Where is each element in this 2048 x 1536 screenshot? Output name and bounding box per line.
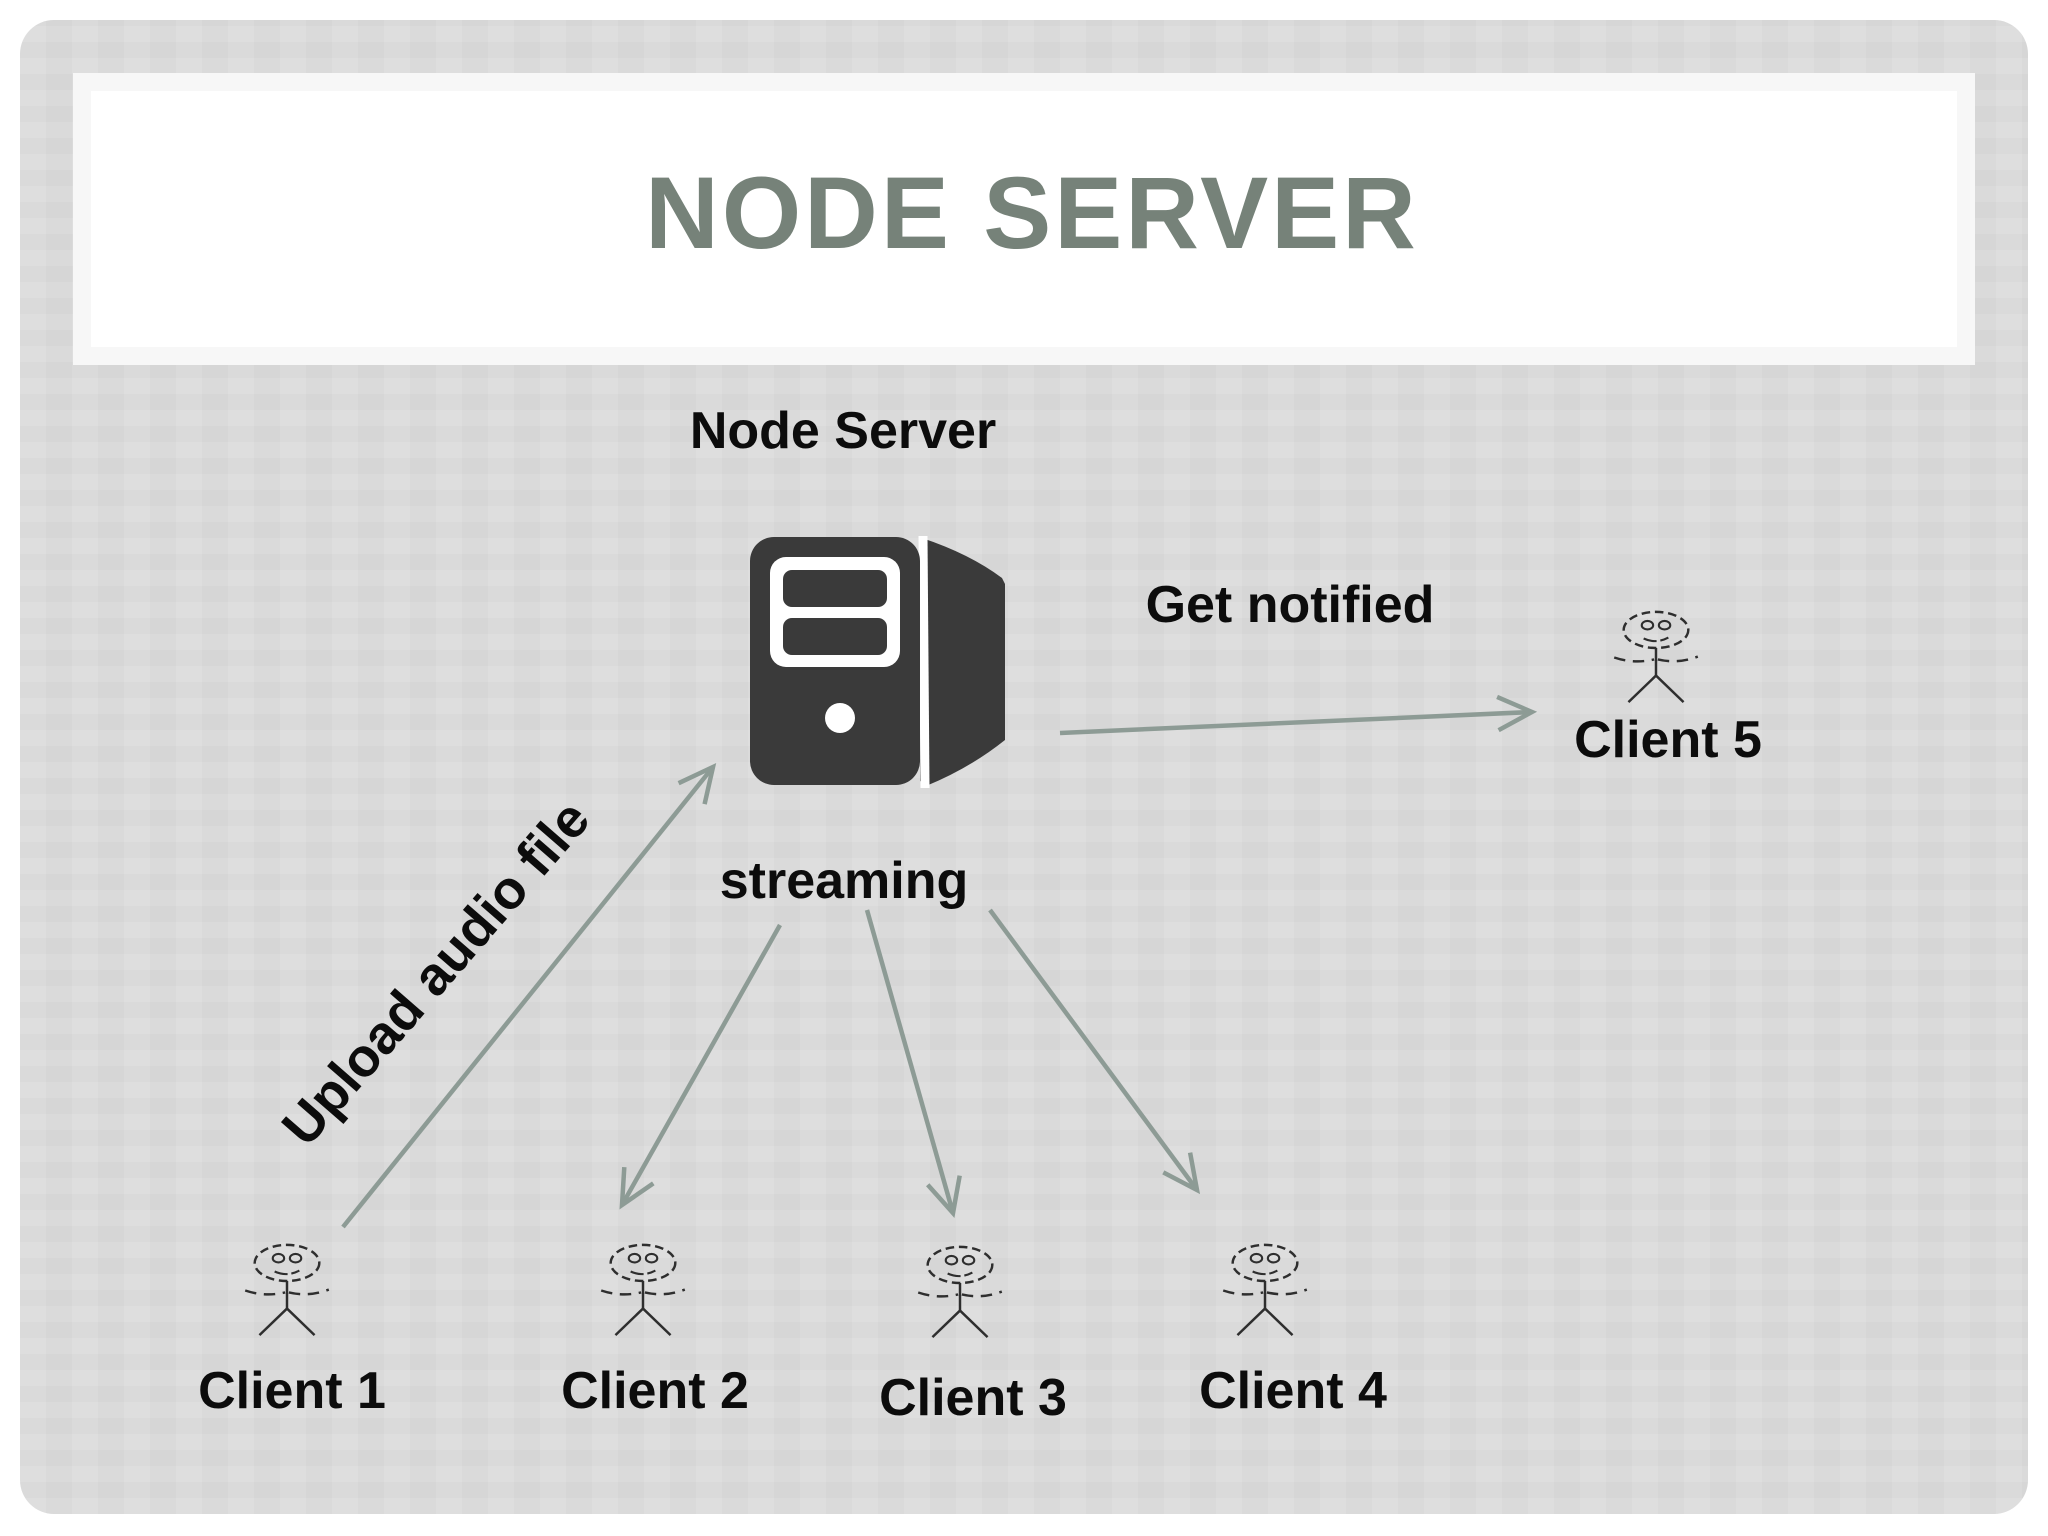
arrow-streaming-client-4 (988, 908, 1201, 1195)
title-bar: NODE SERVER (73, 73, 1975, 365)
stick-figure-client-3-icon (916, 1245, 1004, 1339)
stick-figure-client-1-icon (243, 1243, 331, 1337)
client-5-label: Client 5 (1574, 711, 1762, 769)
arrow-streaming-client-2 (619, 923, 782, 1210)
arrow-streaming-client-3 (864, 909, 962, 1218)
stick-figure-client-4-icon (1221, 1243, 1309, 1337)
server-power-button (825, 703, 855, 733)
stick-figure-client-5-icon (1612, 610, 1700, 704)
arrow-get-notified (1059, 694, 1538, 736)
streaming-label: streaming (719, 852, 969, 910)
client-4-label: Client 4 (1199, 1362, 1387, 1420)
get-notified-label: Get notified (1145, 576, 1435, 634)
server-side-panel (920, 538, 1005, 786)
client-3-label: Client 3 (879, 1369, 1067, 1427)
server-bay-2 (783, 618, 887, 655)
server-icon (750, 535, 1005, 789)
node-server-label: Node Server (689, 402, 997, 460)
server-bay-1 (783, 570, 887, 607)
server-front-panel (750, 537, 920, 785)
client-2-label: Client 2 (561, 1362, 749, 1420)
client-1-label: Client 1 (198, 1362, 386, 1420)
slide-title: NODE SERVER (645, 155, 1419, 270)
stick-figure-client-2-icon (599, 1243, 687, 1337)
server-panel-gap (918, 535, 930, 789)
arrows (341, 694, 1538, 1229)
server-bay-frame (770, 557, 900, 667)
